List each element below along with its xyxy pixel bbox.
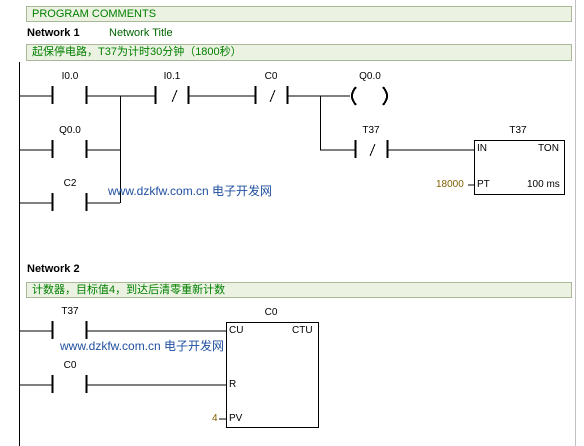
contact-q00-parallel[interactable] — [51, 140, 88, 158]
counter-c0-name: C0 — [264, 307, 278, 318]
contact-c0-n2-label: C0 — [63, 360, 77, 371]
network-1-label[interactable]: Network 1 — [27, 27, 80, 39]
counter-pv-label: PV — [229, 413, 243, 424]
contact-i00-label: I0.0 — [61, 71, 79, 82]
contact-t37-label: T37 — [362, 125, 380, 136]
vertical-scrollbar[interactable] — [575, 0, 584, 446]
network-1-title[interactable]: Network Title — [109, 27, 173, 39]
timer-t37-box — [474, 140, 565, 195]
watermark-2: www.dzkfw.com.cn 电子开发网 — [60, 339, 225, 353]
timer-t37-name: T37 — [509, 125, 527, 136]
timer-in-label: IN — [477, 143, 487, 154]
network-2-label[interactable]: Network 2 — [27, 263, 80, 275]
contact-t37-nc[interactable] — [354, 140, 389, 158]
coil-q00[interactable] — [351, 86, 388, 106]
timer-unit-label: 100 ms — [527, 179, 560, 190]
contact-c2[interactable] — [51, 193, 88, 211]
counter-type-label: CTU — [292, 325, 313, 336]
timer-pt-label: PT — [477, 179, 490, 190]
contact-t37-n2-label: T37 — [61, 306, 79, 317]
watermark-1: www.dzkfw.com.cn 电子开发网 — [108, 184, 273, 198]
contact-c0-label: C0 — [264, 71, 278, 82]
contact-i00[interactable] — [51, 86, 88, 104]
program-comments-label: PROGRAM COMMENTS — [32, 8, 157, 20]
network-2-comment: 计数器，目标值4，到达后清零重新计数 — [32, 284, 226, 296]
timer-type-label: TON — [538, 143, 559, 154]
timer-pt-value[interactable]: 18000 — [436, 179, 464, 190]
contact-t37-n2[interactable] — [51, 321, 88, 339]
contact-c0-nc[interactable] — [254, 86, 289, 104]
contact-i01-nc[interactable] — [154, 86, 190, 104]
network-1-comment-bar[interactable]: 起保停电路，T37为计时30分钟（1800秒） — [26, 44, 572, 61]
contact-c0-n2[interactable] — [51, 375, 88, 393]
counter-c0-box — [226, 322, 319, 428]
contact-q00-parallel-label: Q0.0 — [59, 125, 81, 136]
contact-i01-label: I0.1 — [163, 71, 181, 82]
counter-cu-label: CU — [229, 325, 244, 336]
network-2-comment-bar[interactable]: 计数器，目标值4，到达后清零重新计数 — [26, 282, 572, 298]
program-comments-bar[interactable]: PROGRAM COMMENTS — [26, 6, 572, 22]
counter-pv-value[interactable]: 4 — [212, 413, 218, 424]
contact-c2-label: C2 — [63, 178, 77, 189]
counter-r-label: R — [229, 379, 237, 390]
network-1-comment: 起保停电路，T37为计时30分钟（1800秒） — [32, 46, 242, 58]
coil-q00-label: Q0.0 — [359, 71, 381, 82]
